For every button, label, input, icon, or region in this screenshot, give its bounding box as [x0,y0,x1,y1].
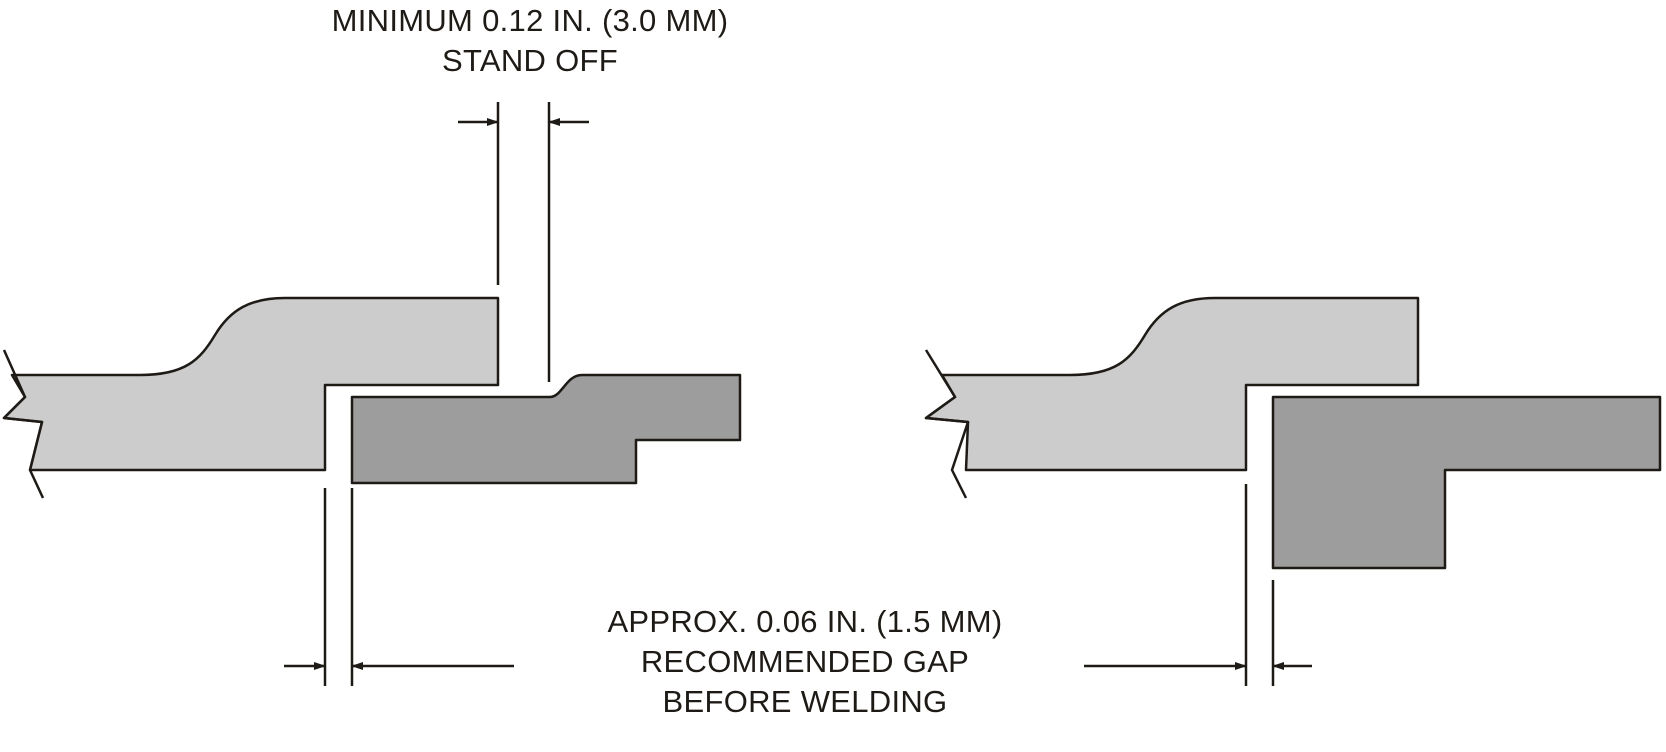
gap-callout-line2: RECOMMENDED GAP [640,644,970,679]
gap-callout-line1: APPROX. 0.06 IN. (1.5 MM) [607,604,1003,639]
left-joint [2,102,742,686]
standoff-callout-line2: STAND OFF [441,43,619,78]
gap-callout: APPROX. 0.06 IN. (1.5 MM) RECOMMENDED GA… [520,602,1090,722]
left-break-line [2,349,45,499]
left-dark-panel [350,373,742,485]
right-break-line [924,349,970,499]
standoff-callout: MINIMUM 0.12 IN. (3.0 MM) STAND OFF [260,1,800,81]
right-joint [924,296,1662,686]
standoff-callout-line1: MINIMUM 0.12 IN. (3.0 MM) [331,3,729,38]
right-light-panel [924,296,1420,472]
right-dark-panel [1271,395,1662,570]
left-light-panel [2,296,500,472]
gap-callout-line3: BEFORE WELDING [662,684,948,719]
